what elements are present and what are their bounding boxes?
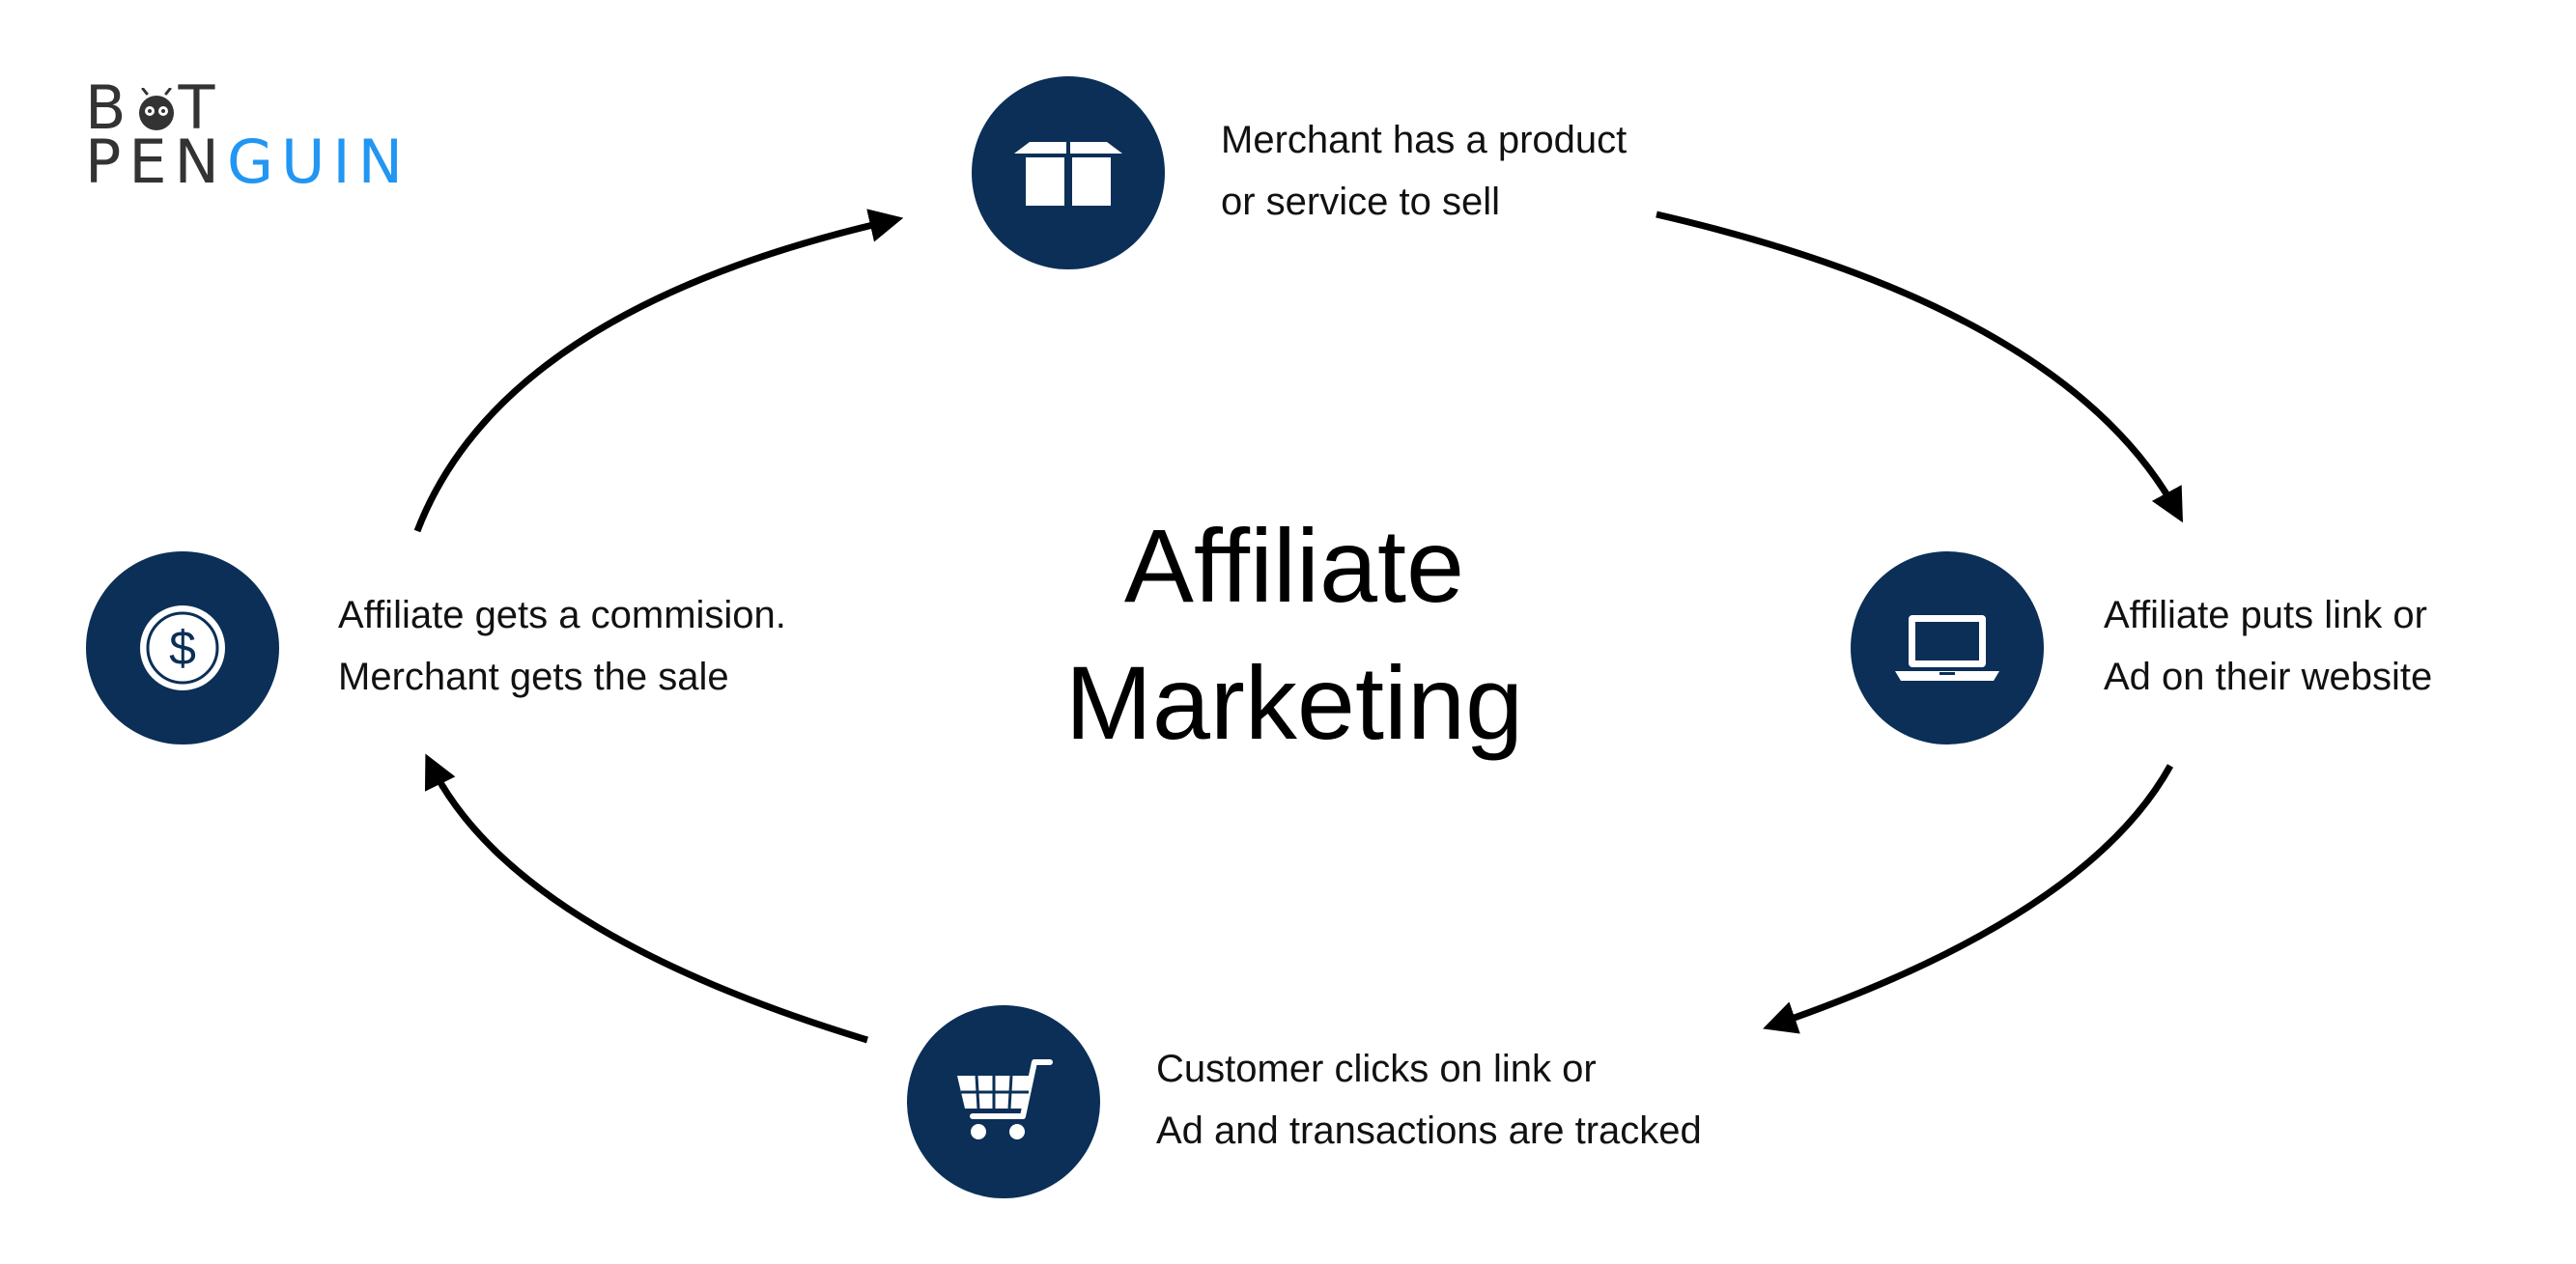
step-customer-text: Customer clicks on link or Ad and transa…	[1156, 1038, 1702, 1162]
arrow-commission-to-merchant	[413, 209, 904, 533]
step-affiliate-text: Affiliate puts link or Ad on their websi…	[2104, 584, 2432, 708]
step-merchant-line-1: Merchant has a product	[1221, 119, 1628, 161]
step-affiliate-line-1: Affiliate puts link or	[2104, 594, 2427, 636]
shopping-cart-icon	[957, 1059, 1053, 1139]
title-line-1: Affiliate	[1123, 507, 1465, 624]
step-customer-line-1: Customer clicks on link or	[1156, 1048, 1597, 1090]
step-merchant-line-2: or service to sell	[1221, 181, 1500, 223]
step-commission-text: Affiliate gets a commision. Merchant get…	[338, 584, 786, 708]
step-customer-circle	[907, 1005, 1100, 1198]
logo-word-pen: PEN	[85, 126, 227, 197]
arrow-merchant-to-affiliate	[1656, 211, 2184, 523]
step-affiliate-circle	[1851, 551, 2044, 744]
penguin-owl-icon	[134, 88, 179, 132]
arrow-affiliate-to-customer	[1763, 764, 2174, 1034]
dollar-coin-icon: $	[140, 605, 225, 690]
logo-letter-b: B	[85, 72, 134, 143]
step-merchant-circle	[972, 76, 1165, 269]
arrow-customer-to-commission	[424, 753, 869, 1044]
step-commission-line-1: Affiliate gets a commision.	[338, 594, 786, 636]
logo-letter-t: T	[178, 72, 223, 143]
step-commission-line-2: Merchant gets the sale	[338, 656, 729, 698]
logo-line-2: PENGUIN	[85, 132, 410, 192]
open-box-icon	[1014, 140, 1122, 208]
title-line-2: Marketing	[1064, 644, 1524, 761]
step-merchant-text: Merchant has a product or service to sel…	[1221, 109, 1627, 233]
laptop-icon	[1895, 615, 1999, 681]
step-commission-circle: $	[86, 551, 279, 744]
botpenguin-logo: B T PENGUIN	[85, 78, 410, 192]
svg-text:$: $	[169, 621, 196, 675]
step-customer-line-2: Ad and transactions are tracked	[1156, 1110, 1702, 1152]
step-affiliate-line-2: Ad on their website	[2104, 656, 2433, 698]
logo-word-guin: GUIN	[226, 126, 411, 197]
diagram-title: Affiliate Marketing	[966, 497, 1623, 772]
logo-line-1: B T	[85, 78, 410, 138]
